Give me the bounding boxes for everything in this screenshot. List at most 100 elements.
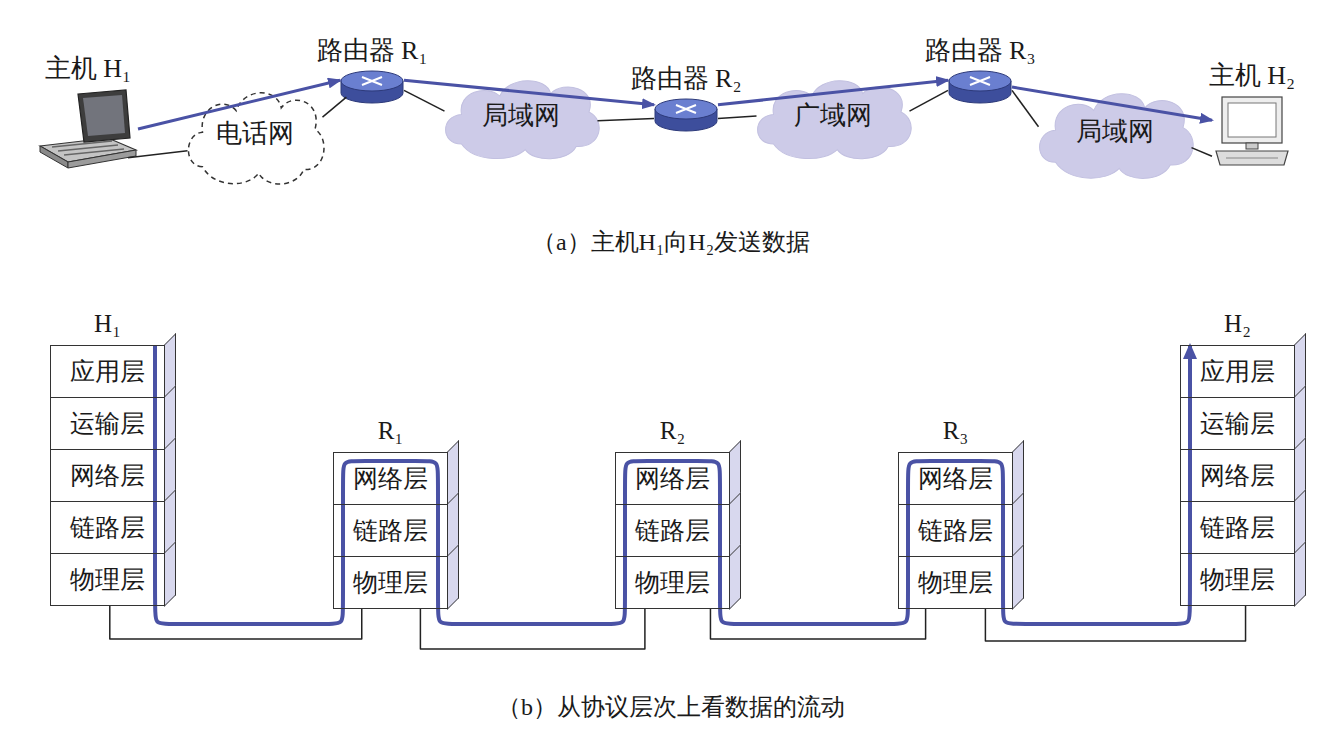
- connector-line: [598, 118, 655, 120]
- drawing-part: [1216, 151, 1288, 165]
- router-icon: 路由器 R₁: [340, 70, 404, 104]
- layer-box: 运输层: [50, 397, 165, 450]
- node-text: 物理层: [1200, 565, 1275, 595]
- node-heading: 主机 H₂: [1209, 60, 1295, 91]
- caption: （a）主机H₁向H₂发送数据: [532, 229, 810, 255]
- drawing-part: [1246, 143, 1258, 149]
- drawing-part: [188, 93, 324, 184]
- drawing-part: [655, 99, 717, 119]
- data-flow-path: [155, 345, 1190, 624]
- drawing-part: [78, 90, 130, 142]
- drawing-part: [758, 81, 912, 159]
- layer-box: 网络层: [898, 452, 1013, 505]
- cloud-network: 局域网: [1030, 80, 1200, 184]
- drawing-part: [949, 71, 1011, 91]
- layer-box: 应用层: [50, 345, 165, 398]
- node-text: 局域网: [1076, 116, 1154, 147]
- node-text: 链路层: [1200, 513, 1275, 543]
- router-icon-drawing: [948, 70, 1012, 104]
- layer-box: 网络层: [50, 449, 165, 502]
- node-text: 链路层: [70, 513, 145, 543]
- node-heading: 路由器 R₃: [925, 35, 1036, 66]
- layer-box: 链路层: [898, 504, 1013, 557]
- node-text: 物理层: [353, 568, 428, 598]
- node-heading: R₃: [943, 416, 968, 446]
- drawing-part: [64, 149, 124, 155]
- protocol-stack: 应用层运输层网络层链路层物理层H₁: [50, 345, 165, 606]
- drawing-part: [68, 150, 136, 168]
- node-text: 网络层: [635, 464, 710, 494]
- layer-box: 物理层: [615, 556, 730, 609]
- node-text: 广域网: [794, 100, 872, 131]
- node-text: 网络层: [353, 464, 428, 494]
- side-panel: [1012, 544, 1024, 610]
- caption-box: （b）从协议层次上看数据的流动: [497, 693, 845, 722]
- protocol-stack: 网络层链路层物理层R₃: [898, 452, 1013, 609]
- protocol-stack: 网络层链路层物理层R₁: [333, 452, 448, 609]
- connector-line: [718, 116, 757, 118]
- host-icon: 主机 H₂: [1212, 95, 1292, 167]
- node-text: 网络层: [70, 461, 145, 491]
- layer-box: 物理层: [333, 556, 448, 609]
- layer-box: 物理层: [1180, 553, 1295, 606]
- node-heading: R₂: [660, 416, 685, 446]
- layer-box: 应用层: [1180, 345, 1295, 398]
- node-text: 物理层: [635, 568, 710, 598]
- node-heading: 路由器 R₂: [631, 63, 742, 94]
- node-text: 链路层: [635, 516, 710, 546]
- connector-line: [404, 90, 445, 111]
- node-text: 链路层: [918, 516, 993, 546]
- drawing-part: [676, 105, 696, 113]
- node-text: 电话网: [216, 118, 294, 149]
- drawing-part: [970, 77, 990, 85]
- layer-box: 网络层: [1180, 449, 1295, 502]
- layer-box: 物理层: [898, 556, 1013, 609]
- node-heading: H₂: [1224, 309, 1251, 339]
- node-text: 应用层: [1200, 357, 1275, 387]
- router-icon-drawing: [340, 70, 404, 104]
- layer-box: 链路层: [50, 501, 165, 554]
- node-text: 网络层: [918, 464, 993, 494]
- node-heading: R₁: [378, 416, 403, 446]
- connector-line: [128, 151, 188, 158]
- layer-box: 链路层: [333, 504, 448, 557]
- layer-box: 物理层: [50, 553, 165, 606]
- node-text: 应用层: [70, 357, 145, 387]
- drawing-part: [40, 146, 68, 168]
- node-text: 局域网: [482, 100, 560, 131]
- layer-box: 运输层: [1180, 397, 1295, 450]
- host-icon-drawing: [38, 88, 138, 170]
- drawing-part: [1228, 103, 1276, 137]
- cloud-network: 广域网: [748, 68, 918, 164]
- cloud-network: 局域网: [436, 68, 606, 164]
- link-wire: [420, 609, 645, 649]
- router-icon: 路由器 R₂: [654, 98, 718, 132]
- layer-box: 网络层: [333, 452, 448, 505]
- caption-box: （a）主机H₁向H₂发送数据: [532, 228, 810, 257]
- host-icon-drawing: [1212, 95, 1292, 167]
- side-panel: [447, 544, 459, 610]
- node-text: 运输层: [1200, 409, 1275, 439]
- caption: （b）从协议层次上看数据的流动: [497, 694, 845, 720]
- connector-line: [910, 90, 949, 111]
- connector-line: [1012, 90, 1039, 126]
- node-text: 物理层: [70, 565, 145, 595]
- node-text: 链路层: [353, 516, 428, 546]
- node-text: 网络层: [1200, 461, 1275, 491]
- protocol-stack: 应用层运输层网络层链路层物理层H₂: [1180, 345, 1295, 606]
- protocol-stack: 网络层链路层物理层R₂: [615, 452, 730, 609]
- drawing-part: [110, 80, 1246, 649]
- layer-box: 网络层: [615, 452, 730, 505]
- drawing-part: [1222, 97, 1282, 143]
- drawing-part: [1040, 94, 1194, 179]
- connector-line: [323, 97, 347, 117]
- host-icon: 主机 H₁: [38, 88, 138, 170]
- node-text: 运输层: [70, 409, 145, 439]
- drawing-part: [1226, 157, 1278, 158]
- connector-line: [1192, 148, 1213, 157]
- drawing-part: [446, 81, 600, 159]
- drawing-part: [83, 95, 125, 136]
- node-heading: 路由器 R₁: [317, 35, 428, 66]
